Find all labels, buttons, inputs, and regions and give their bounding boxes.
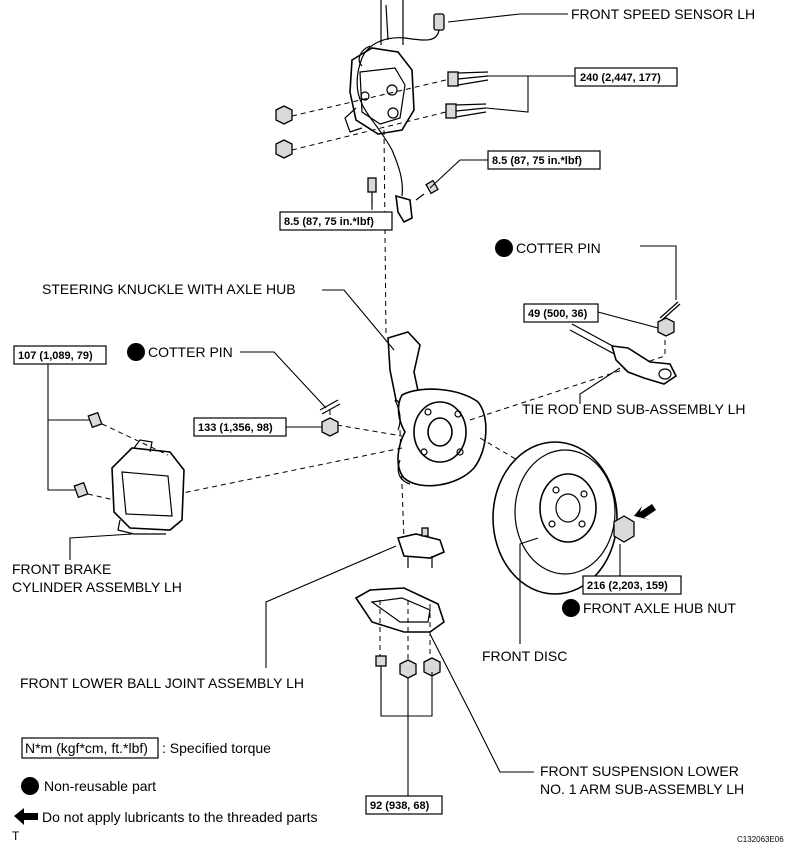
strut-bolts [275, 71, 489, 206]
caliper-to-knuckle-dash [167, 447, 403, 497]
non-reusable-legend-icon [21, 777, 39, 795]
label-lower-ball-joint: FRONT LOWER BALL JOINT ASSEMBLY LH [20, 675, 304, 691]
torque-box-107: 107 (1,089, 79) [13, 345, 107, 365]
axis-dashline-main [383, 129, 387, 336]
torque-box-49: 49 (500, 36) [523, 303, 599, 323]
label-tie-rod-end: TIE ROD END SUB-ASSEMBLY LH [522, 401, 746, 417]
knuckle-cotter-pin-drawing [319, 399, 341, 437]
knuckle-to-nut-dash [336, 424, 403, 437]
svg-text:240 (2,447, 177): 240 (2,447, 177) [580, 72, 661, 84]
legend-nonreusable: Non-reusable part [44, 778, 156, 794]
strut-drawing [344, 0, 415, 135]
svg-text:216 (2,203, 159): 216 (2,203, 159) [587, 580, 668, 592]
non-reusable-bullet-icon [127, 343, 145, 361]
label-front-brake-line1: FRONT BRAKE [12, 561, 111, 577]
front-speed-sensor-drawing [356, 13, 445, 224]
lower-arm-drawing [354, 587, 445, 680]
label-front-speed-sensor: FRONT SPEED SENSOR LH [571, 6, 755, 22]
label-steering-knuckle: STEERING KNUCKLE WITH AXLE HUB [42, 281, 296, 297]
label-front-axle-hub-nut: FRONT AXLE HUB NUT [583, 600, 736, 616]
label-cotter-pin-left: COTTER PIN [148, 344, 233, 360]
svg-text:107 (1,089, 79): 107 (1,089, 79) [18, 350, 93, 362]
front-disc-drawing [492, 441, 635, 595]
legend-torque-box [21, 737, 159, 759]
svg-text:133 (1,356, 98): 133 (1,356, 98) [198, 422, 273, 434]
no-lube-arrow-icon [634, 504, 656, 520]
leader-lines [47, 13, 677, 796]
label-front-disc: FRONT DISC [482, 648, 567, 664]
label-cotter-pin-right: COTTER PIN [516, 240, 601, 256]
torque-box-8-5-left: 8.5 (87, 75 in.*lbf) [279, 211, 393, 231]
torque-box-8-5-right: 8.5 (87, 75 in.*lbf) [487, 150, 601, 170]
torque-box-133: 133 (1,356, 98) [193, 417, 287, 437]
label-lower-arm-line1: FRONT SUSPENSION LOWER [540, 763, 739, 779]
corner-mark: T [12, 829, 20, 843]
legend-torque-desc: : Specified torque [162, 740, 271, 756]
label-lower-arm-line2: NO. 1 ARM SUB-ASSEMBLY LH [540, 781, 744, 797]
non-reusable-bullet-icon [495, 239, 513, 257]
no-lube-legend-arrow-icon [14, 808, 38, 825]
svg-text:49 (500, 36): 49 (500, 36) [528, 308, 588, 320]
svg-text:92 (938, 68): 92 (938, 68) [370, 800, 430, 812]
figure-code: C132063E06 [737, 835, 784, 844]
svg-text:8.5 (87, 75 in.*lbf): 8.5 (87, 75 in.*lbf) [492, 155, 582, 167]
tie-rod-end-drawing [569, 301, 681, 385]
legend: N*m (kgf*cm, ft.*lbf) : Specified torque… [14, 737, 318, 825]
torque-box-216: 216 (2,203, 159) [582, 575, 682, 595]
legend-no-lube: Do not apply lubricants to the threaded … [42, 809, 318, 825]
torque-box-240: 240 (2,447, 177) [574, 67, 678, 87]
non-reusable-bullet-icon [562, 599, 580, 617]
brake-caliper-drawing [73, 411, 185, 535]
label-front-brake-line2: CYLINDER ASSEMBLY LH [12, 579, 182, 595]
torque-box-92: 92 (938, 68) [365, 795, 443, 815]
legend-torque-box-text: N*m (kgf*cm, ft.*lbf) [25, 740, 148, 756]
ball-joint-drawing [396, 527, 445, 568]
svg-text:8.5 (87, 75 in.*lbf): 8.5 (87, 75 in.*lbf) [284, 216, 374, 228]
steering-knuckle-drawing [387, 331, 487, 487]
